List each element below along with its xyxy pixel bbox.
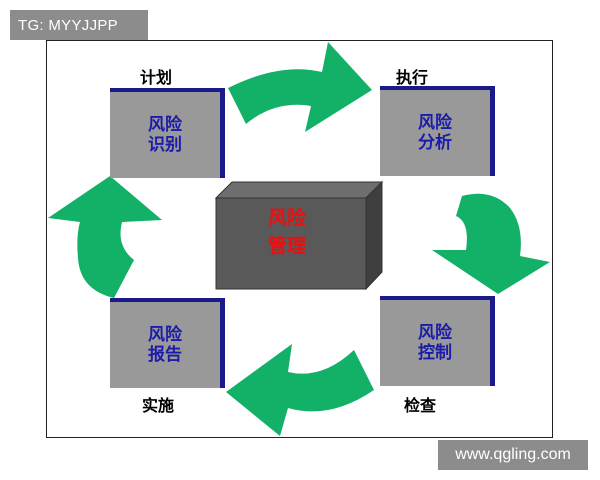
arrow-right (228, 42, 372, 132)
stage-box-analyze: 风险分析 (380, 86, 495, 176)
tg-watermark: TG: MYYJJPP (10, 10, 148, 40)
arrow-down (432, 193, 550, 294)
cube-front-face (215, 197, 367, 290)
stage-label-plan: 计划 (140, 68, 173, 87)
stage-label-implement: 实施 (142, 396, 175, 415)
stage-box-control-text: 风险控制 (418, 323, 452, 363)
arrow-left (226, 344, 374, 436)
cube-side-face (365, 180, 383, 291)
center-cube (214, 180, 384, 291)
url-watermark: www.qgling.com (438, 440, 588, 470)
stage-box-control: 风险控制 (380, 296, 495, 386)
cube-top-face (214, 181, 384, 199)
stage-box-report-text: 风险报告 (148, 325, 182, 365)
stage-box-identify: 风险识别 (110, 88, 225, 178)
stage-box-identify-text: 风险识别 (148, 115, 182, 155)
stage-box-analyze-text: 风险分析 (418, 113, 452, 153)
stage-label-execute: 执行 (396, 68, 429, 87)
stage-box-report: 风险报告 (110, 298, 225, 388)
stage-label-check: 检查 (404, 396, 437, 415)
center-title: 风险管理 (267, 207, 306, 257)
arrow-up (48, 176, 162, 298)
